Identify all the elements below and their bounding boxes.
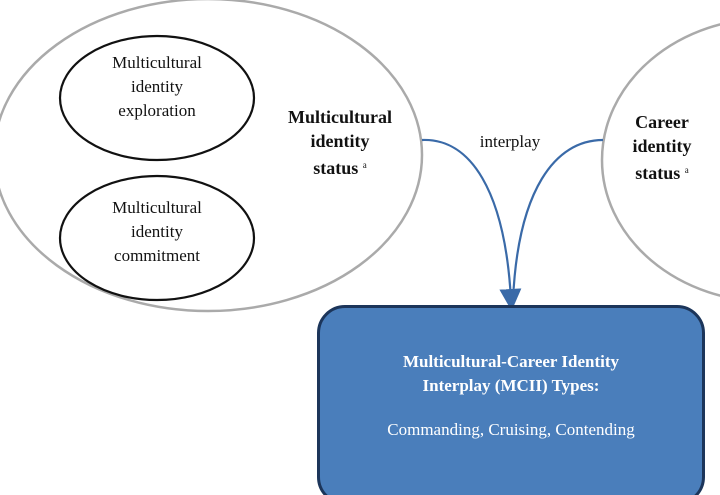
label-line: identity	[310, 131, 370, 151]
footnote-marker: a	[684, 165, 689, 175]
title-line: Interplay (MCII) Types:	[422, 376, 600, 395]
career-status-label: Career identity status a	[612, 110, 712, 185]
label-line: commitment	[114, 246, 200, 265]
multicultural-status-ellipse	[0, 0, 424, 313]
interplay-label: interplay	[479, 132, 541, 151]
commitment-label: Multicultural identity commitment	[72, 196, 242, 268]
label-line: exploration	[118, 101, 196, 120]
commitment-ellipse	[58, 174, 256, 302]
exploration-label: Multicultural identity exploration	[72, 51, 242, 123]
label-line: status a	[270, 153, 410, 180]
title-line: Multicultural-Career Identity	[402, 352, 620, 371]
label-line: status a	[612, 158, 712, 185]
label-line: Multicultural	[112, 198, 202, 217]
label-line: Career	[635, 112, 689, 132]
label-text: status	[635, 163, 681, 183]
label-line: identity	[131, 222, 183, 241]
mcii-title: Multicultural-Career Identity Interplay …	[320, 350, 702, 398]
exploration-ellipse	[58, 34, 256, 162]
label-line: identity	[131, 77, 183, 96]
right-interplay-arrow	[511, 138, 604, 301]
career-status-ellipse	[600, 23, 720, 297]
multicultural-status-label: Multicultural identity status a	[270, 105, 410, 180]
label-text: status	[313, 158, 359, 178]
mcii-types-list: Commanding, Cruising, Contending	[387, 420, 635, 439]
label-line: Multicultural	[112, 53, 202, 72]
left-interplay-arrow	[421, 138, 522, 311]
mcii-types-box: Multicultural-Career Identity Interplay …	[317, 305, 705, 495]
footnote-marker: a	[362, 160, 367, 170]
label-line: Multicultural	[288, 107, 392, 127]
label-line: identity	[632, 136, 692, 156]
